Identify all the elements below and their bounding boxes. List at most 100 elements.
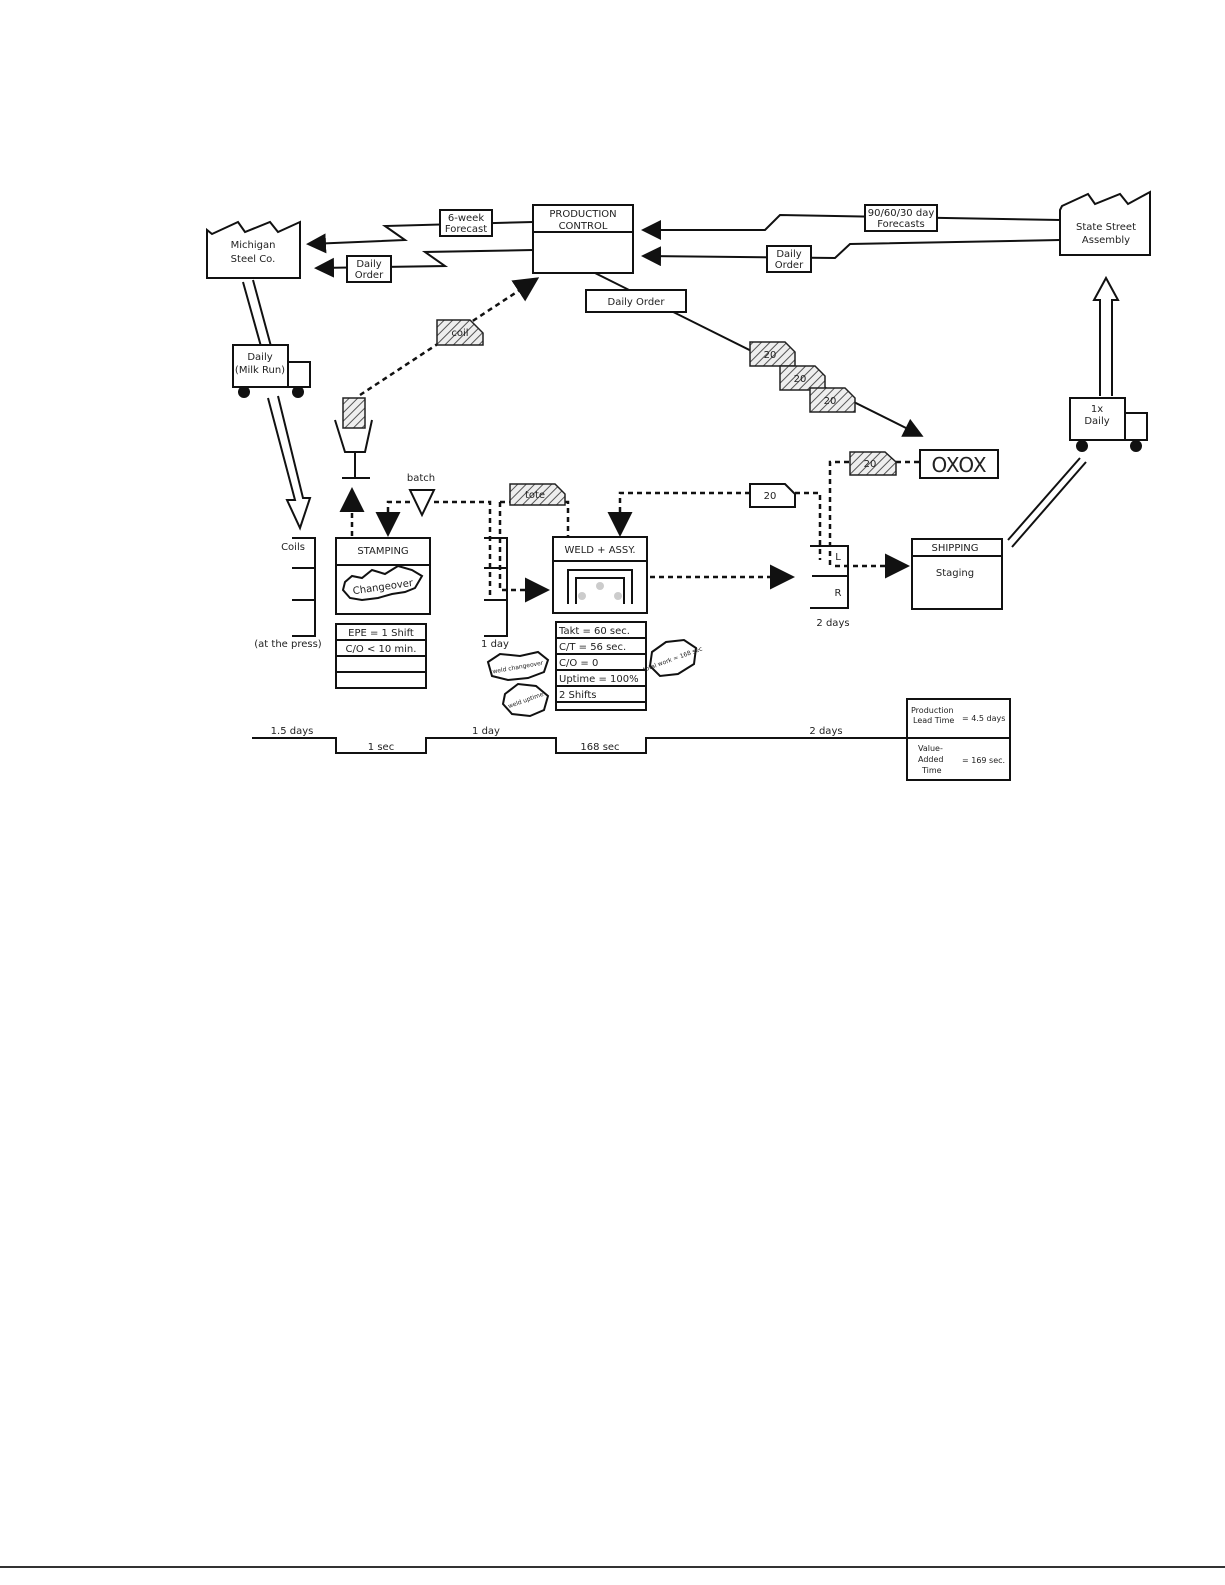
svg-text:State Street: State Street <box>1076 222 1136 233</box>
svg-text:EPE = 1 Shift: EPE = 1 Shift <box>348 628 414 639</box>
svg-text:C/O = 0: C/O = 0 <box>559 658 598 669</box>
withdrawal-kanban-flow <box>607 491 750 537</box>
svg-text:Added: Added <box>918 755 944 764</box>
changeover-kaizen-burst <box>341 564 424 602</box>
production-control-box: PRODUCTION CONTROL <box>532 204 634 274</box>
coil-signal-kanban: coil <box>436 319 484 346</box>
shipment-arrow-in <box>242 279 273 351</box>
svg-text:20: 20 <box>864 459 877 470</box>
tote-flow <box>500 500 570 536</box>
cell-icon <box>567 569 633 604</box>
svg-text:Daily: Daily <box>356 259 381 270</box>
svg-text:SHIPPING: SHIPPING <box>931 543 978 554</box>
svg-text:WELD + ASSY.: WELD + ASSY. <box>564 545 635 556</box>
svg-text:Forecasts: Forecasts <box>877 219 925 230</box>
daily-order-customer-label: Daily Order <box>766 245 812 273</box>
svg-text:20: 20 <box>824 396 837 407</box>
svg-text:Michigan: Michigan <box>231 240 276 251</box>
timeline-process-2: 168 sec <box>580 742 619 753</box>
svg-text:Daily: Daily <box>1084 416 1109 427</box>
withdrawal-line <box>795 491 822 560</box>
svg-text:= 169 sec.: = 169 sec. <box>962 756 1005 765</box>
svg-text:CONTROL: CONTROL <box>559 221 608 232</box>
svg-text:Coils: Coils <box>281 542 305 553</box>
svg-text:Order: Order <box>775 260 804 271</box>
supplier-factory: Michigan Steel Co. <box>206 220 301 279</box>
forecast-90-60-30-label: 90/60/30 day Forecasts <box>864 204 938 232</box>
svg-text:20: 20 <box>764 350 777 361</box>
stamping-data-box: EPE = 1 Shift C/O < 10 min. <box>335 623 427 689</box>
svg-text:Daily: Daily <box>776 249 801 260</box>
leveling-flow <box>828 460 920 565</box>
shipment-arrow-in-lower <box>267 395 312 531</box>
svg-text:Takt = 60 sec.: Takt = 60 sec. <box>558 626 630 637</box>
shipment-arrow-out <box>1007 457 1087 548</box>
electronic-flows <box>306 213 1061 278</box>
svg-text:Time: Time <box>921 766 942 775</box>
svg-text:20: 20 <box>794 374 807 385</box>
load-leveling-box: OXOX <box>919 449 999 479</box>
signal-kanban-flow <box>359 277 540 397</box>
forecast-6-week-label: 6-week Forecast <box>439 209 493 237</box>
svg-text:Lead Time: Lead Time <box>913 716 954 725</box>
svg-text:coil: coil <box>451 328 468 339</box>
inbound-truck: Daily (Milk Run) <box>232 344 311 398</box>
svg-text:C/O < 10 min.: C/O < 10 min. <box>346 644 417 655</box>
svg-text:PRODUCTION: PRODUCTION <box>549 209 616 220</box>
svg-text:Production: Production <box>911 706 954 715</box>
outbound-truck: 1x Daily <box>1069 397 1148 452</box>
shipment-arrow-customer <box>1092 275 1120 396</box>
svg-text:L: L <box>835 552 841 563</box>
svg-text:2 Shifts: 2 Shifts <box>559 690 596 701</box>
svg-text:Uptime = 100%: Uptime = 100% <box>559 674 639 685</box>
kanban-post <box>334 397 373 479</box>
svg-text:2 days: 2 days <box>816 618 849 629</box>
svg-text:C/T = 56 sec.: C/T = 56 sec. <box>559 642 626 653</box>
svg-text:(at the press): (at the press) <box>254 639 322 650</box>
kaizen-burst-weld-changeover: weld changeover <box>486 650 550 682</box>
kaizen-burst-weld-uptime: weld uptime <box>501 682 550 718</box>
stamping-process-box: STAMPING Changeover <box>335 537 431 615</box>
timeline-process-1: 1 sec <box>368 742 394 753</box>
svg-text:Assembly: Assembly <box>1082 235 1130 246</box>
kaizen-burst-total-work: total work = 168 sec <box>642 638 703 678</box>
batch-to-stamping <box>375 500 410 537</box>
svg-text:Daily Order: Daily Order <box>608 297 666 308</box>
svg-text:Steel Co.: Steel Co. <box>231 254 276 265</box>
summary-box: Production Lead Time = 4.5 days Value- A… <box>906 698 1011 781</box>
batch-signal: batch <box>407 473 436 518</box>
daily-order-box: Daily Order <box>585 289 687 313</box>
page-bottom-rule <box>0 1566 1225 1568</box>
svg-text:batch: batch <box>407 473 435 484</box>
svg-text:90/60/30 day: 90/60/30 day <box>868 208 935 219</box>
timeline-wait-2: 1 day <box>472 726 500 737</box>
customer-factory: State Street Assembly <box>1059 190 1151 256</box>
svg-text:(Milk Run): (Milk Run) <box>235 365 285 376</box>
finished-goods-supermarket: L R 2 days <box>810 545 850 629</box>
svg-text:Order: Order <box>355 270 384 281</box>
weld-buffer-supermarket: 1 day <box>481 537 509 650</box>
weld-assembly-process-box: WELD + ASSY. <box>552 536 648 614</box>
svg-text:Staging: Staging <box>936 568 974 579</box>
batch-withdrawal-line <box>434 500 492 600</box>
svg-text:6-week: 6-week <box>448 213 484 224</box>
withdrawal-kanban: 20 <box>749 483 796 508</box>
production-kanban-batch: 20 20 20 <box>749 341 856 413</box>
timeline-wait-3: 2 days <box>809 726 842 737</box>
svg-text:Value-: Value- <box>918 744 943 753</box>
shipping-process-box: SHIPPING Staging <box>911 538 1003 610</box>
tote-kanban: tote <box>509 483 566 506</box>
svg-text:= 4.5 days: = 4.5 days <box>962 714 1005 723</box>
coils-supermarket: Coils (at the press) <box>254 537 322 650</box>
timeline-ladder <box>252 737 907 754</box>
svg-text:R: R <box>835 588 842 599</box>
production-kanban-leveling: 20 <box>849 451 897 476</box>
svg-text:1x: 1x <box>1091 404 1103 415</box>
timeline-wait-1: 1.5 days <box>271 726 314 737</box>
svg-text:OXOX: OXOX <box>931 453 986 477</box>
svg-text:20: 20 <box>764 491 777 502</box>
svg-text:STAMPING: STAMPING <box>357 546 408 557</box>
svg-text:Forecast: Forecast <box>445 224 487 235</box>
svg-text:1 day: 1 day <box>481 639 509 650</box>
